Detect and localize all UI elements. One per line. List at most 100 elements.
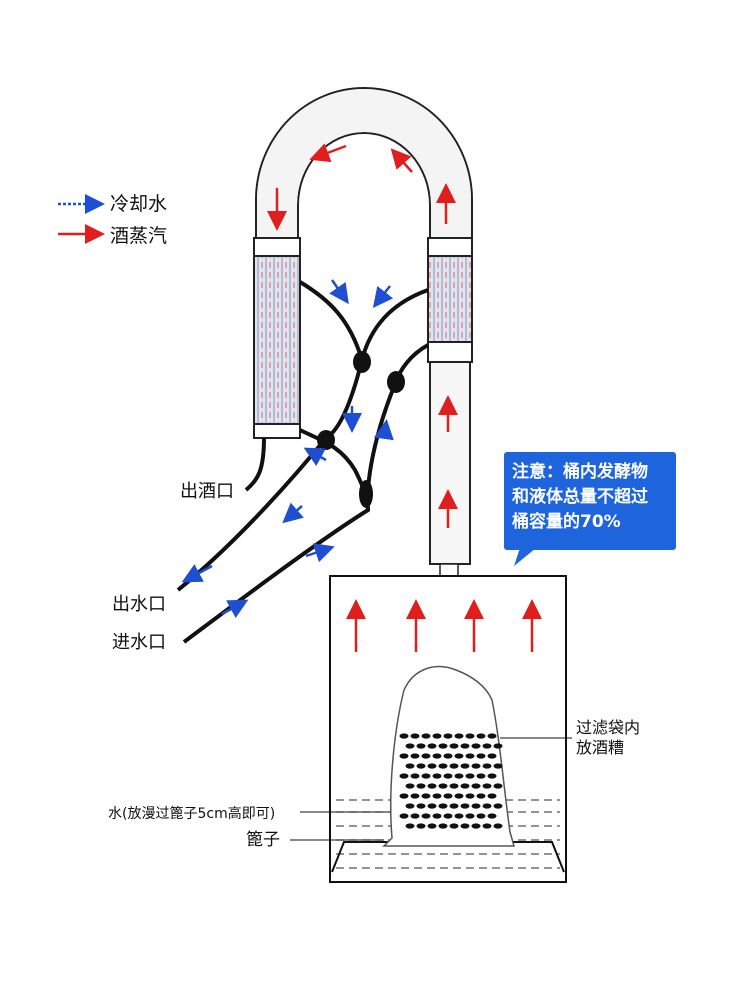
mash-dot xyxy=(449,763,459,769)
filter-bag-label-line2: 放酒糟 xyxy=(576,738,624,757)
mash-dot xyxy=(399,793,409,799)
mash-dot xyxy=(493,743,503,749)
mash-dot xyxy=(471,823,481,829)
mash-dot xyxy=(454,793,464,799)
mash-dot xyxy=(438,803,448,809)
mash-dot xyxy=(482,743,492,749)
mash-dot xyxy=(487,753,497,759)
mash-dot xyxy=(465,813,475,819)
mash-dot xyxy=(460,783,470,789)
mash-dot xyxy=(438,743,448,749)
grate-label: 篦子 xyxy=(246,830,280,850)
mash-dot xyxy=(432,773,442,779)
water-outlet-label: 出水口 xyxy=(112,594,166,615)
mash-dot xyxy=(487,813,497,819)
left-condenser xyxy=(253,237,301,439)
mash-dot xyxy=(471,743,481,749)
mash-dot xyxy=(449,823,459,829)
mash-dot xyxy=(493,763,503,769)
mash-dot xyxy=(443,733,453,739)
mash-dot xyxy=(482,763,492,769)
right-condenser xyxy=(427,237,473,577)
mash-dot xyxy=(482,823,492,829)
mash-dot xyxy=(421,813,431,819)
mash-dot xyxy=(449,743,459,749)
mash-dot xyxy=(410,813,420,819)
mash-dot xyxy=(454,773,464,779)
mash-dot xyxy=(405,763,415,769)
mash-dot xyxy=(427,803,437,809)
mash-dot xyxy=(465,753,475,759)
mash-dot xyxy=(476,773,486,779)
mash-dot xyxy=(482,783,492,789)
note-text: 注意：桶内发酵物 和液体总量不超过 桶容量的70% xyxy=(512,460,678,535)
mash-dot xyxy=(421,753,431,759)
mash-dot xyxy=(421,773,431,779)
bucket xyxy=(290,575,572,883)
mash-dot xyxy=(427,743,437,749)
mash-dot xyxy=(454,733,464,739)
mash-dot xyxy=(443,793,453,799)
mash-dot xyxy=(416,763,426,769)
mash-dot xyxy=(416,783,426,789)
filter-bag-label-line1: 过滤袋内 xyxy=(576,718,640,737)
mash-dot xyxy=(460,803,470,809)
mash-dot xyxy=(399,813,409,819)
mash-dot xyxy=(421,793,431,799)
mash-dot xyxy=(432,733,442,739)
mash-dot xyxy=(410,733,420,739)
mash-dot xyxy=(487,793,497,799)
mash-dot xyxy=(493,783,503,789)
note-line-3: 桶容量的70% xyxy=(512,512,621,532)
mash-dot xyxy=(416,823,426,829)
mash-dot xyxy=(482,803,492,809)
mash-dot xyxy=(432,753,442,759)
mash-dot xyxy=(443,753,453,759)
mash-dot xyxy=(487,733,497,739)
legend: 冷却水 酒蒸汽 xyxy=(58,193,167,247)
note-line-1: 注意：桶内发酵物 xyxy=(512,462,648,482)
mash-dot xyxy=(443,813,453,819)
mash-dot xyxy=(471,783,481,789)
u-pipe xyxy=(255,87,473,238)
mash-dot xyxy=(471,763,481,769)
mash-dot xyxy=(432,793,442,799)
mash-dot xyxy=(460,743,470,749)
alcohol-outlet-label: 出酒口 xyxy=(180,481,234,502)
note-pointer xyxy=(514,548,536,566)
note-box xyxy=(504,452,676,550)
mash-dot xyxy=(427,823,437,829)
water-arrows xyxy=(181,279,394,618)
mash-dot xyxy=(476,753,486,759)
mash-dot xyxy=(410,773,420,779)
mash-dot xyxy=(410,753,420,759)
mash-dot xyxy=(438,783,448,789)
mash-dot xyxy=(438,823,448,829)
alcohol-vapor-label: 酒蒸汽 xyxy=(110,225,167,247)
mash-dot xyxy=(493,823,503,829)
mash-dot xyxy=(405,783,415,789)
mash-dot xyxy=(405,803,415,809)
mash-dot xyxy=(465,773,475,779)
mash-dot xyxy=(405,743,415,749)
mash-dot xyxy=(443,773,453,779)
mash-dot xyxy=(416,743,426,749)
mash-dot xyxy=(465,733,475,739)
mash-dot xyxy=(476,793,486,799)
mash-dot xyxy=(405,823,415,829)
mash-dot xyxy=(438,763,448,769)
water-level-label: 水(放漫过篦子5cm高即可) xyxy=(108,805,275,822)
mash-dot xyxy=(399,733,409,739)
cooling-water-label: 冷却水 xyxy=(110,193,167,215)
mash-dot xyxy=(449,803,459,809)
mash-dots xyxy=(399,733,503,829)
mash-dot xyxy=(465,793,475,799)
mash-dot xyxy=(399,773,409,779)
mash-dot xyxy=(449,783,459,789)
water-inlet-label: 进水口 xyxy=(112,632,166,653)
mash-dot xyxy=(476,813,486,819)
mash-dot xyxy=(487,773,497,779)
mash-dot xyxy=(399,753,409,759)
mash-dot xyxy=(460,763,470,769)
